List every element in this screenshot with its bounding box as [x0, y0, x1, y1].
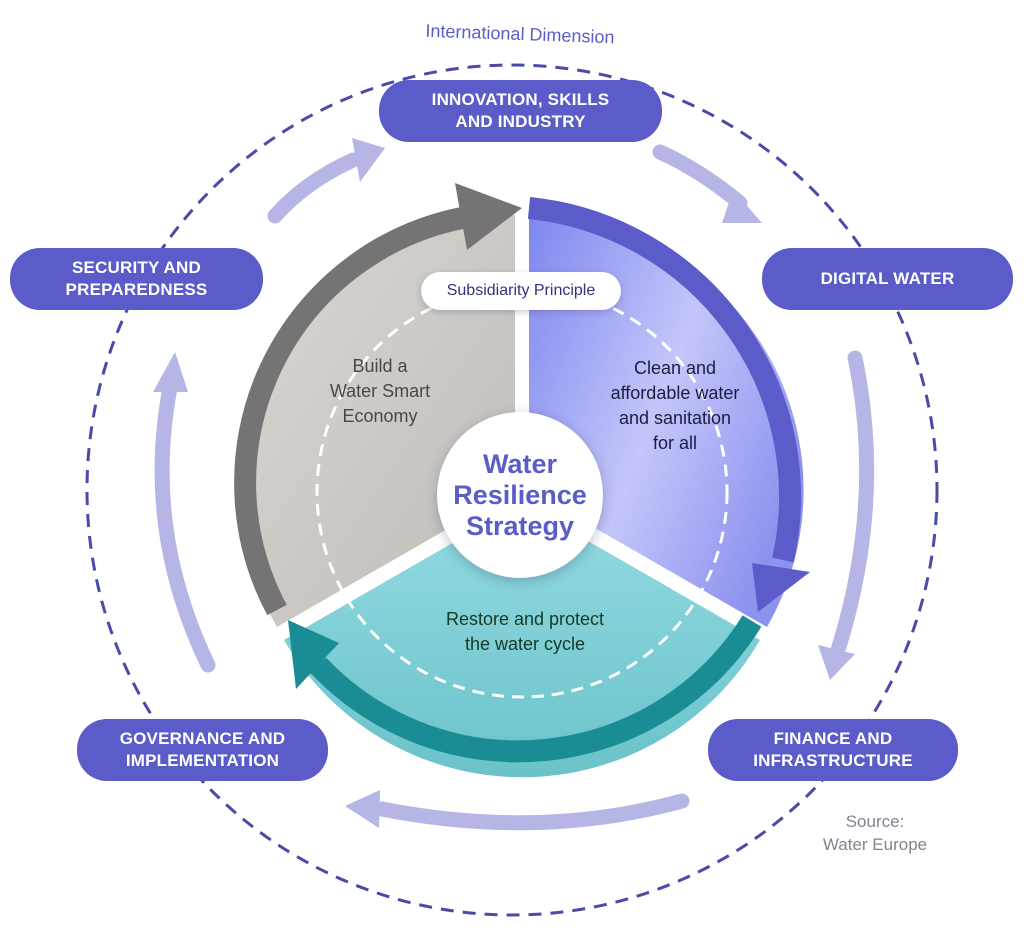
water-access-text: Clean and affordable water and sanitatio… [580, 356, 770, 456]
water-resilience-strategy-hub: Water Resilience Strategy [437, 412, 603, 578]
outer-arrowhead-bottom [345, 790, 380, 828]
outer-arrow-top-right [652, 144, 748, 211]
water-access-line-3: and sanitation [618, 408, 732, 428]
outer-arrowhead-top-left [352, 138, 385, 182]
innovation-skills-industry-pill: INNOVATION, SKILLS AND INDUSTRY [379, 80, 662, 142]
innovation-line-2: AND INDUSTRY [455, 112, 586, 131]
digital-line-1: DIGITAL WATER [820, 269, 955, 288]
water-access-line-4: for all [652, 433, 697, 453]
outer-arrow-left [154, 380, 216, 673]
hub-line-2: Resilience [453, 479, 587, 510]
security-line-2: PREPAREDNESS [65, 280, 208, 299]
international-dimension-ring [85, 63, 939, 917]
hub-line-3: Strategy [465, 510, 575, 541]
outer-arrow-right [830, 350, 875, 658]
finance-line-1: FINANCE AND [773, 729, 893, 748]
economy-text: Build a Water Smart Economy [290, 354, 470, 429]
economy-line-2: Water Smart [329, 381, 431, 401]
finance-infrastructure-pill: FINANCE AND INFRASTRUCTURE [708, 719, 958, 781]
outer-arrow-bottom [374, 793, 690, 831]
governance-line-2: IMPLEMENTATION [125, 751, 280, 770]
governance-implementation-pill: GOVERNANCE AND IMPLEMENTATION [77, 719, 328, 781]
water-cycle-arrowhead [288, 620, 339, 689]
economy-line-1: Build a [352, 356, 408, 376]
economy-arrow [234, 207, 465, 616]
outer-arrowhead-top-right [722, 190, 762, 223]
governance-line-1: GOVERNANCE AND [119, 729, 286, 748]
security-line-1: SECURITY AND [72, 258, 201, 277]
outer-arrowhead-left [153, 352, 188, 392]
water-cycle-arrow [310, 615, 762, 763]
digital-water-pill: DIGITAL WATER [762, 248, 1013, 310]
innovation-line-1: INNOVATION, SKILLS [431, 90, 610, 109]
hub-line-1: Water [482, 448, 557, 479]
subsidiarity-principle-badge: Subsidiarity Principle [421, 272, 621, 310]
water-access-arrow [527, 197, 801, 563]
finance-line-2: INFRASTRUCTURE [753, 751, 913, 770]
source-line-2: Water Europe [822, 835, 928, 854]
economy-arrowhead [455, 183, 522, 250]
water-cycle-text: Restore and protect the water cycle [410, 607, 640, 657]
security-preparedness-pill: SECURITY AND PREPAREDNESS [10, 248, 263, 310]
water-access-line-1: Clean and [633, 358, 717, 378]
source-note: Source: Water Europe [800, 810, 950, 856]
water-cycle-line-2: the water cycle [464, 634, 586, 654]
outer-arrowhead-right [818, 645, 855, 680]
water-cycle-line-1: Restore and protect [445, 609, 605, 629]
water-cycle-segment [284, 503, 760, 778]
water-access-line-2: affordable water [610, 383, 740, 403]
water-access-arrowhead [752, 563, 810, 612]
source-line-1: Source: [845, 812, 905, 831]
outer-arrow-top-left [267, 152, 361, 224]
economy-line-3: Economy [342, 406, 418, 426]
